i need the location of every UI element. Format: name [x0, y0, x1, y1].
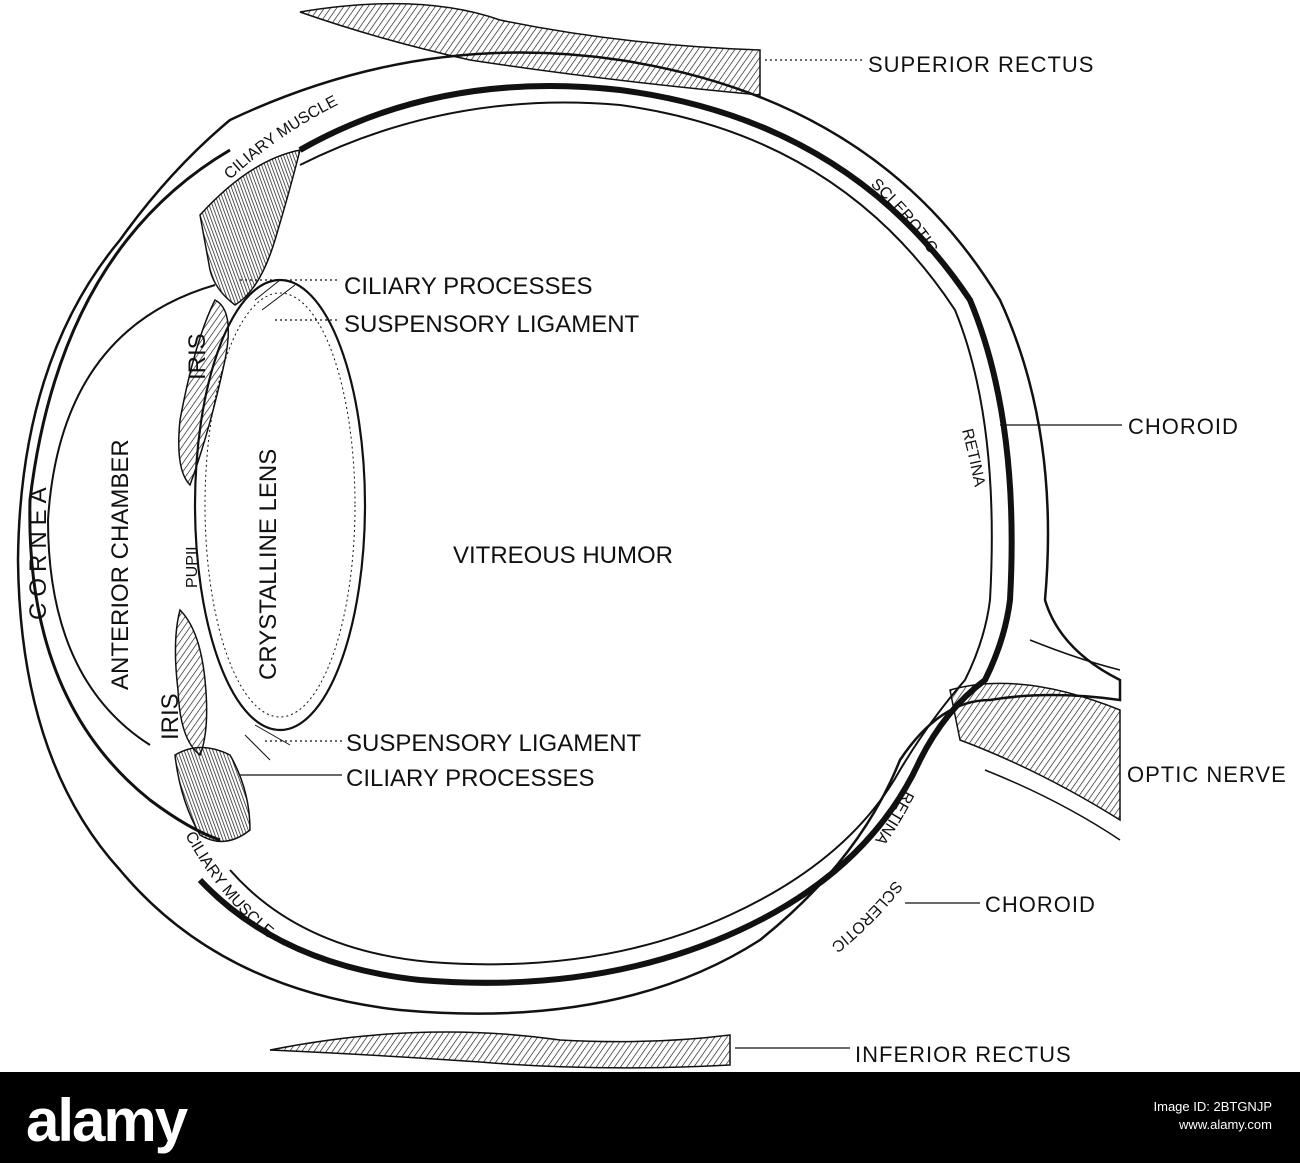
- watermark-id: Image ID: 2BTGNJP www.alamy.com: [1154, 1098, 1272, 1134]
- label-suspensory-ligament-bottom: SUSPENSORY LIGAMENT: [346, 730, 642, 757]
- crystalline-lens-capsule: [204, 292, 356, 718]
- label-iris-bottom: IRIS: [157, 693, 184, 740]
- label-crystalline-lens: CRYSTALLINE LENS: [255, 449, 282, 680]
- label-inferior-rectus: INFERIOR RECTUS: [855, 1042, 1072, 1067]
- site-url-text: www.alamy.com: [1179, 1117, 1272, 1132]
- label-ciliary-muscle-bottom: CILIARY MUSCLE: [182, 829, 277, 941]
- image-id-text: Image ID: 2BTGNJP: [1153, 1099, 1272, 1114]
- superior-rectus-muscle: [299, 2, 761, 96]
- label-retina-top: RETINA: [958, 427, 988, 489]
- label-suspensory-ligament-top: SUSPENSORY LIGAMENT: [344, 311, 640, 338]
- watermark-bar: alamy Image ID: 2BTGNJP www.alamy.com: [0, 1072, 1300, 1163]
- sclerotic-outer: [16, 51, 1122, 1015]
- cornea-inner: [46, 284, 216, 746]
- iris-upper: [178, 298, 230, 487]
- choroid-layer: [197, 83, 1015, 986]
- label-optic-nerve: OPTIC NERVE: [1127, 762, 1287, 787]
- label-cornea: CORNEA: [25, 481, 52, 620]
- inferior-rectus-muscle: [269, 1031, 731, 1069]
- label-choroid-right: CHOROID: [1128, 414, 1239, 439]
- label-retina-bottom: RETINA: [871, 788, 916, 848]
- cornea: [28, 148, 231, 842]
- label-choroid-bottom: CHOROID: [985, 892, 1096, 917]
- optic-nerve: [949, 682, 1121, 822]
- alamy-logo: alamy: [26, 1087, 188, 1154]
- suspensory-ligament-bottom: [244, 724, 291, 761]
- retina-layer: [229, 101, 993, 966]
- ciliary-region-top: [199, 149, 302, 306]
- eye-cross-section-diagram: SUPERIOR RECTUS CILIARY PROCESSES SUSPEN…: [16, 2, 1287, 1069]
- optic-nerve-sheath: [984, 639, 1121, 841]
- label-anterior-chamber: ANTERIOR CHAMBER: [107, 439, 134, 690]
- label-superior-rectus: SUPERIOR RECTUS: [868, 52, 1094, 77]
- ciliary-region-bottom: [174, 746, 251, 843]
- suspensory-ligament-top: [254, 279, 296, 311]
- label-iris-top: IRIS: [184, 333, 211, 380]
- label-vitreous-humor: VITREOUS HUMOR: [453, 542, 673, 569]
- label-ciliary-processes-bottom: CILIARY PROCESSES: [346, 765, 595, 792]
- iris-lower: [174, 608, 208, 757]
- label-ciliary-processes-top: CILIARY PROCESSES: [344, 273, 593, 300]
- label-sclerotic-bottom: SCLEROTIC: [828, 878, 905, 956]
- label-pupil: PUPIL: [184, 542, 201, 588]
